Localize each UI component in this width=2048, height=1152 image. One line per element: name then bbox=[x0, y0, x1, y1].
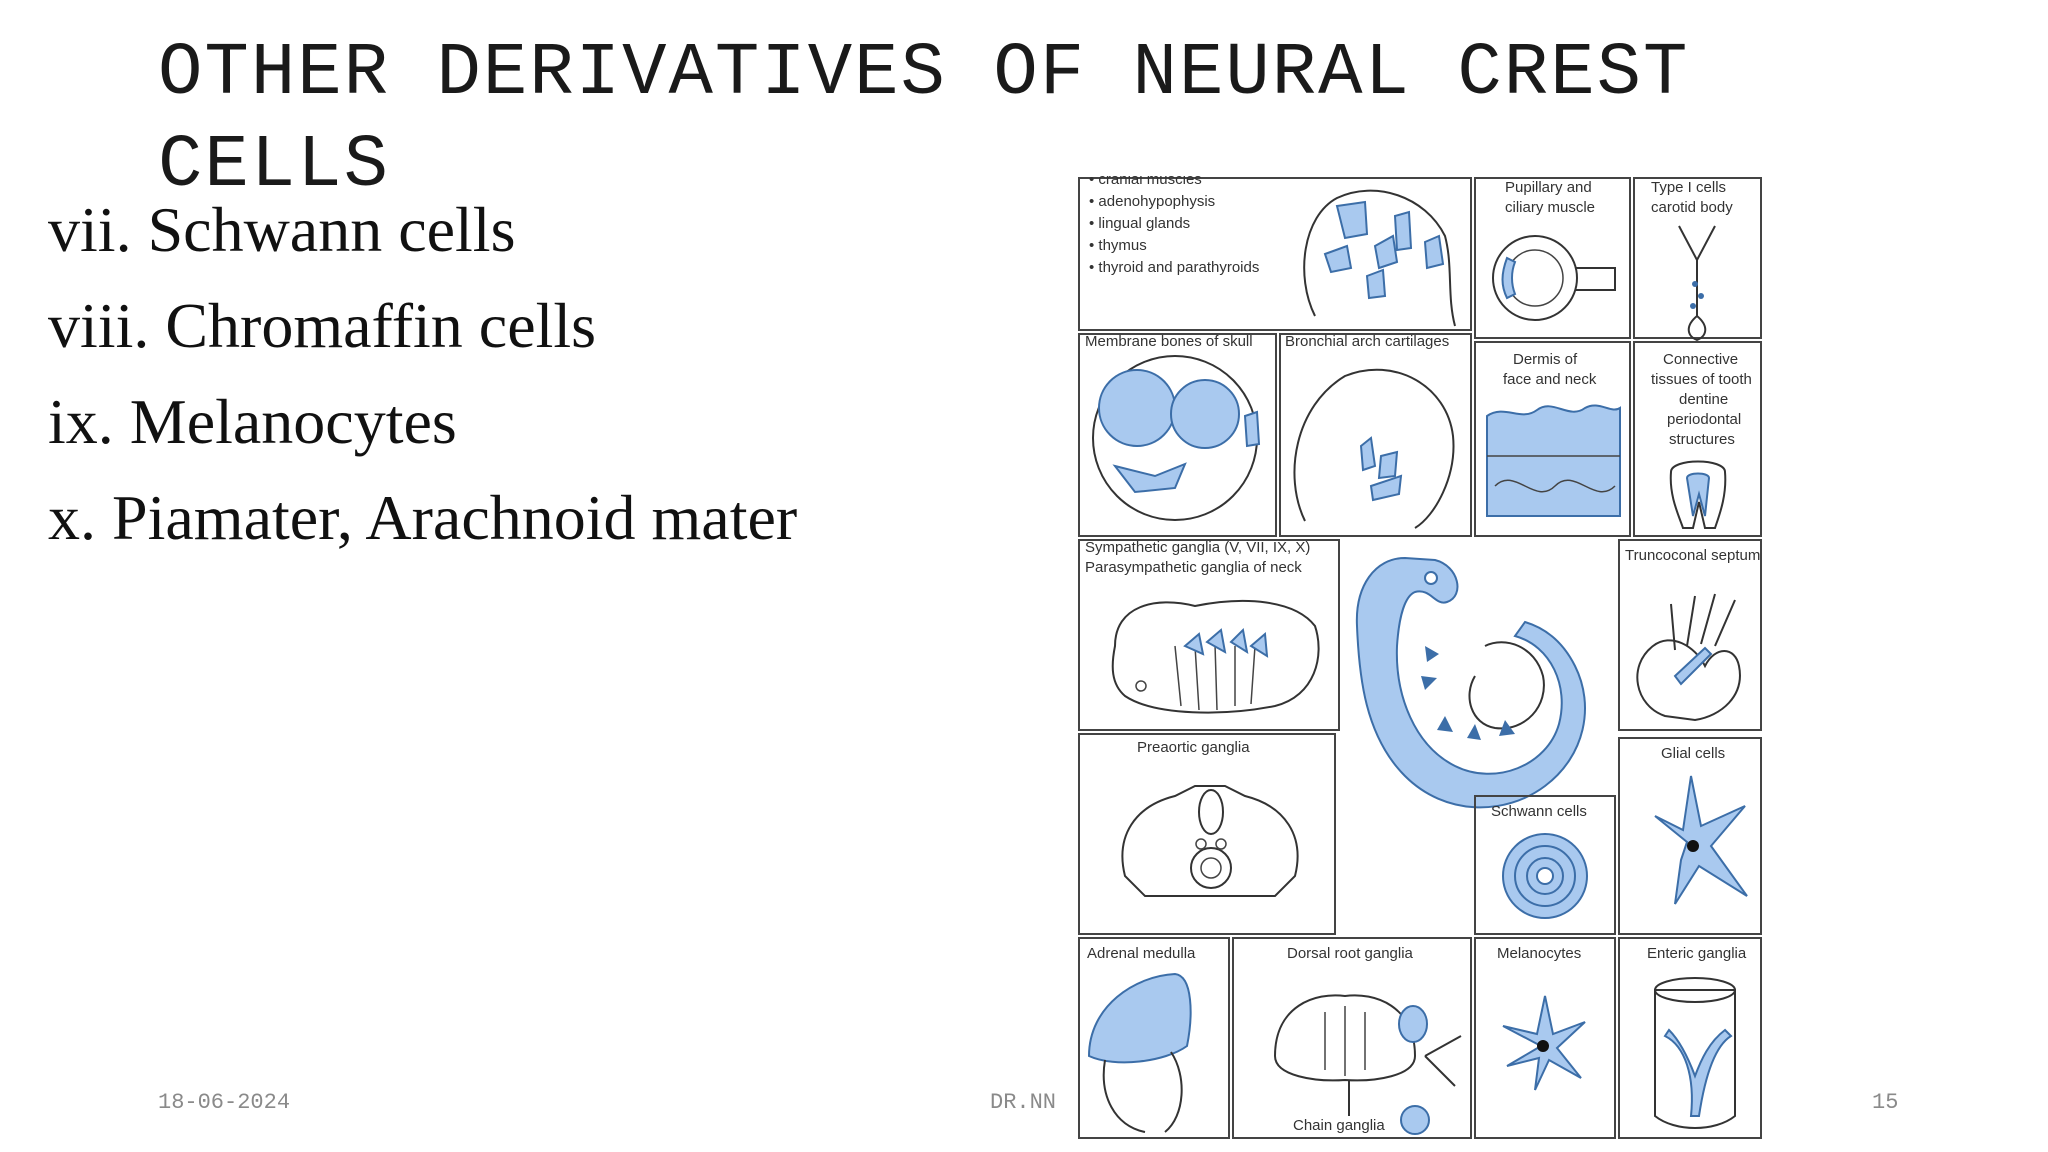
enteric-ganglia-illustration bbox=[1654, 977, 1736, 1129]
adrenal-illustration bbox=[1087, 972, 1192, 1133]
bullet-item: x. Piamater, Arachnoid mater bbox=[48, 482, 798, 553]
cell-type1 bbox=[1633, 177, 1762, 339]
label-dorsal-root: Dorsal root ganglia bbox=[1287, 945, 1414, 962]
bullet-item: viii. Chromaffin cells bbox=[48, 290, 597, 361]
cell-pupillary bbox=[1474, 177, 1631, 339]
label-chain: Chain ganglia bbox=[1293, 1117, 1385, 1134]
neural-crest-derivatives-figure: • cranial muscles • adenohypophysis • li… bbox=[1075, 176, 1765, 1142]
embryo-head-illustration bbox=[1293, 368, 1455, 529]
cell-melanocytes bbox=[1474, 937, 1616, 1139]
preaortic-ganglia-illustration bbox=[1121, 785, 1299, 897]
label-truncoconal: Truncoconal septum bbox=[1625, 547, 1760, 564]
top-list-item: • lingual glands bbox=[1089, 215, 1190, 232]
label-schwann: Schwann cells bbox=[1491, 803, 1587, 820]
cell-sympathetic bbox=[1078, 539, 1340, 731]
label-adrenal: Adrenal medulla bbox=[1087, 945, 1196, 962]
figure-illustration: • cranial muscles • adenohypophysis • li… bbox=[1078, 176, 1762, 1139]
bullet-item: vii. Schwann cells bbox=[48, 194, 516, 265]
label-connective: dentine bbox=[1679, 391, 1728, 408]
label-dermis: Dermis of bbox=[1513, 351, 1578, 368]
embryo-illustration bbox=[1355, 556, 1586, 809]
label-preaortic: Preaortic ganglia bbox=[1137, 739, 1250, 756]
top-list-item: • thymus bbox=[1089, 237, 1147, 254]
label-connective: tissues of tooth bbox=[1651, 371, 1752, 388]
dorsal-root-illustration bbox=[1273, 994, 1462, 1135]
cell-bronchial bbox=[1279, 333, 1472, 537]
skin-layers-illustration bbox=[1486, 404, 1621, 517]
label-connective: periodontal bbox=[1667, 411, 1741, 428]
top-list-item: • thyroid and parathyroids bbox=[1089, 259, 1259, 276]
glial-cell-illustration bbox=[1654, 775, 1748, 905]
cell-connective bbox=[1633, 341, 1762, 537]
top-list-item: • adenohypophysis bbox=[1089, 193, 1215, 210]
label-pupillary: Pupillary and bbox=[1505, 179, 1592, 196]
label-glial: Glial cells bbox=[1661, 745, 1725, 762]
top-list-item: • cranial muscles bbox=[1089, 176, 1202, 188]
slide-title: OTHER DERIVATIVES OF NEURAL CREST CELLS bbox=[158, 32, 1690, 208]
cell-truncoconal bbox=[1618, 539, 1762, 731]
bullet-list: vii. Schwann cells viii. Chromaffin cell… bbox=[48, 198, 797, 582]
cell-schwann bbox=[1474, 795, 1616, 935]
footer-date: 18-06-2024 bbox=[158, 1090, 291, 1115]
cell-adrenal bbox=[1078, 937, 1230, 1139]
label-connective: Connective bbox=[1663, 351, 1738, 368]
footer-page-number: 15 bbox=[1872, 1090, 1899, 1115]
schwann-cell-illustration bbox=[1502, 833, 1588, 919]
label-sympathetic: Sympathetic ganglia (V, VII, IX, X) bbox=[1085, 539, 1310, 556]
footer-author: DR.NN bbox=[990, 1090, 1057, 1115]
melanocyte-illustration bbox=[1502, 995, 1586, 1091]
head-fragments-illustration bbox=[1303, 189, 1456, 327]
label-type1: Type I cells bbox=[1651, 179, 1726, 196]
eye-illustration bbox=[1492, 235, 1616, 321]
cell-cranial bbox=[1078, 177, 1472, 331]
cell-preaortic bbox=[1078, 733, 1336, 935]
label-connective: structures bbox=[1669, 431, 1735, 448]
label-pupillary: ciliary muscle bbox=[1505, 199, 1595, 216]
label-dermis: face and neck bbox=[1503, 371, 1597, 388]
cell-enteric bbox=[1618, 937, 1762, 1139]
skull-bones-illustration bbox=[1092, 355, 1261, 521]
label-sympathetic: Parasympathetic ganglia of neck bbox=[1085, 559, 1302, 576]
label-bronchial: Bronchial arch cartilages bbox=[1285, 333, 1449, 350]
cell-dorsal-root bbox=[1232, 937, 1472, 1139]
bullet-item: ix. Melanocytes bbox=[48, 386, 457, 457]
cell-membrane-bones bbox=[1078, 333, 1277, 537]
tooth-illustration bbox=[1669, 460, 1727, 529]
carotid-body-illustration bbox=[1678, 225, 1716, 342]
heart-septum-illustration bbox=[1636, 593, 1741, 722]
cell-dermis bbox=[1474, 341, 1631, 537]
ganglia-illustration bbox=[1111, 599, 1320, 714]
label-type1: carotid body bbox=[1651, 199, 1733, 216]
label-enteric: Enteric ganglia bbox=[1647, 945, 1747, 962]
cell-glial bbox=[1618, 737, 1762, 935]
label-melanocytes: Melanocytes bbox=[1497, 945, 1581, 962]
label-membrane-bones: Membrane bones of skull bbox=[1085, 333, 1253, 350]
